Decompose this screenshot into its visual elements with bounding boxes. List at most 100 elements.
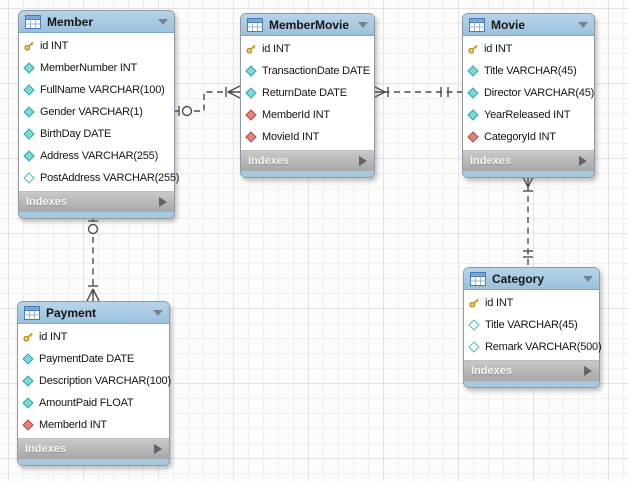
column-list: id INT Title VARCHAR(45) bbox=[463, 36, 594, 150]
table-category[interactable]: Category id INT bbox=[463, 267, 602, 388]
indexes-label: Indexes bbox=[26, 196, 67, 208]
primary-key-icon bbox=[467, 43, 479, 55]
table-payment[interactable]: Payment id INT bbox=[17, 301, 171, 466]
table-header[interactable]: MemberMovie bbox=[241, 14, 374, 36]
collapse-arrow-icon[interactable] bbox=[358, 21, 368, 28]
column-row: MemberId INT bbox=[18, 414, 169, 436]
connector-member-payment[interactable] bbox=[86, 216, 100, 302]
table-bottom-strip bbox=[241, 171, 374, 177]
connector-member-membermovie[interactable] bbox=[173, 85, 241, 117]
column-notnull-icon bbox=[245, 65, 257, 77]
column-label: MemberId INT bbox=[39, 419, 107, 431]
column-notnull-icon bbox=[245, 87, 257, 99]
column-notnull-icon bbox=[23, 128, 35, 140]
table-icon bbox=[24, 305, 40, 320]
indexes-label: Indexes bbox=[470, 155, 511, 167]
indexes-label: Indexes bbox=[25, 443, 66, 455]
indexes-bar[interactable]: Indexes bbox=[241, 150, 374, 171]
column-nullable-icon bbox=[468, 341, 480, 353]
column-label: MovieId INT bbox=[262, 131, 320, 143]
table-title: Movie bbox=[491, 17, 526, 32]
column-label: ReturnDate DATE bbox=[262, 87, 347, 99]
column-row: MovieId INT bbox=[241, 126, 374, 148]
table-icon bbox=[25, 14, 41, 29]
column-row: ReturnDate DATE bbox=[241, 82, 374, 104]
column-notnull-icon bbox=[22, 353, 34, 365]
collapse-arrow-icon[interactable] bbox=[583, 275, 593, 282]
table-bottom-strip bbox=[463, 171, 594, 177]
column-label: PostAddress VARCHAR(255) bbox=[40, 172, 180, 184]
indexes-bar[interactable]: Indexes bbox=[19, 191, 174, 212]
table-title: Member bbox=[47, 14, 94, 29]
table-title: MemberMovie bbox=[269, 17, 350, 32]
expand-arrow-icon[interactable] bbox=[154, 444, 162, 454]
column-notnull-icon bbox=[23, 84, 35, 96]
table-title: Category bbox=[492, 271, 545, 286]
column-label: id INT bbox=[262, 43, 291, 55]
column-label: Title VARCHAR(45) bbox=[485, 319, 578, 331]
primary-key-icon bbox=[468, 297, 480, 309]
column-label: id INT bbox=[39, 331, 68, 343]
primary-key-icon bbox=[245, 43, 257, 55]
column-label: Remark VARCHAR(500) bbox=[485, 341, 602, 353]
column-label: id INT bbox=[484, 43, 513, 55]
table-header[interactable]: Movie bbox=[463, 14, 594, 36]
column-list: id INT TransactionDate DATE bbox=[241, 36, 374, 150]
indexes-label: Indexes bbox=[248, 155, 289, 167]
expand-arrow-icon[interactable] bbox=[579, 156, 587, 166]
column-row: Director VARCHAR(45) bbox=[463, 82, 594, 104]
indexes-bar[interactable]: Indexes bbox=[463, 150, 594, 171]
column-row: CategoryId INT bbox=[463, 126, 594, 148]
foreign-key-icon bbox=[245, 109, 257, 121]
table-header[interactable]: Payment bbox=[18, 302, 169, 324]
foreign-key-icon bbox=[467, 131, 479, 143]
column-label: BirthDay DATE bbox=[40, 128, 112, 140]
connector-movie-category[interactable] bbox=[521, 174, 535, 267]
column-label: AmountPaid FLOAT bbox=[39, 397, 134, 409]
column-row: id INT bbox=[464, 292, 599, 314]
column-label: Director VARCHAR(45) bbox=[484, 87, 595, 99]
column-notnull-icon bbox=[23, 150, 35, 162]
table-movie[interactable]: Movie id INT bbox=[462, 13, 595, 178]
indexes-bar[interactable]: Indexes bbox=[18, 438, 169, 459]
column-label: id INT bbox=[40, 40, 69, 52]
connector-membermovie-movie[interactable] bbox=[372, 85, 462, 99]
column-list: id INT PaymentDate DATE bbox=[18, 324, 171, 438]
collapse-arrow-icon[interactable] bbox=[153, 309, 163, 316]
column-row: PostAddress VARCHAR(255) bbox=[19, 167, 179, 189]
collapse-arrow-icon[interactable] bbox=[578, 21, 588, 28]
column-row: id INT bbox=[18, 326, 169, 348]
column-label: FullName VARCHAR(100) bbox=[40, 84, 165, 96]
column-notnull-icon bbox=[467, 65, 479, 77]
column-row: MemberNumber INT bbox=[19, 57, 174, 79]
column-row: Remark VARCHAR(500) bbox=[464, 336, 602, 358]
column-notnull-icon bbox=[22, 375, 34, 387]
column-label: Gender VARCHAR(1) bbox=[40, 106, 143, 118]
column-label: TransactionDate DATE bbox=[262, 65, 370, 77]
column-label: PaymentDate DATE bbox=[39, 353, 135, 365]
indexes-bar[interactable]: Indexes bbox=[464, 360, 599, 381]
table-icon bbox=[470, 271, 486, 286]
column-row: Gender VARCHAR(1) bbox=[19, 101, 174, 123]
column-label: Description VARCHAR(100) bbox=[39, 375, 171, 387]
column-notnull-icon bbox=[467, 109, 479, 121]
collapse-arrow-icon[interactable] bbox=[158, 18, 168, 25]
column-row: PaymentDate DATE bbox=[18, 348, 169, 370]
column-row: Title VARCHAR(45) bbox=[464, 314, 599, 336]
expand-arrow-icon[interactable] bbox=[159, 197, 167, 207]
column-nullable-icon bbox=[468, 319, 480, 331]
expand-arrow-icon[interactable] bbox=[359, 156, 367, 166]
table-member[interactable]: Member id INT bbox=[18, 10, 179, 219]
column-row: AmountPaid FLOAT bbox=[18, 392, 169, 414]
table-icon bbox=[469, 17, 485, 32]
table-bottom-strip bbox=[19, 212, 174, 218]
column-row: BirthDay DATE bbox=[19, 123, 174, 145]
column-nullable-icon bbox=[23, 172, 35, 184]
column-label: CategoryId INT bbox=[484, 131, 556, 143]
table-header[interactable]: Category bbox=[464, 268, 599, 290]
table-icon bbox=[247, 17, 263, 32]
table-header[interactable]: Member bbox=[19, 11, 174, 33]
expand-arrow-icon[interactable] bbox=[584, 366, 592, 376]
table-membermovie[interactable]: MemberMovie id INT bbox=[240, 13, 375, 178]
